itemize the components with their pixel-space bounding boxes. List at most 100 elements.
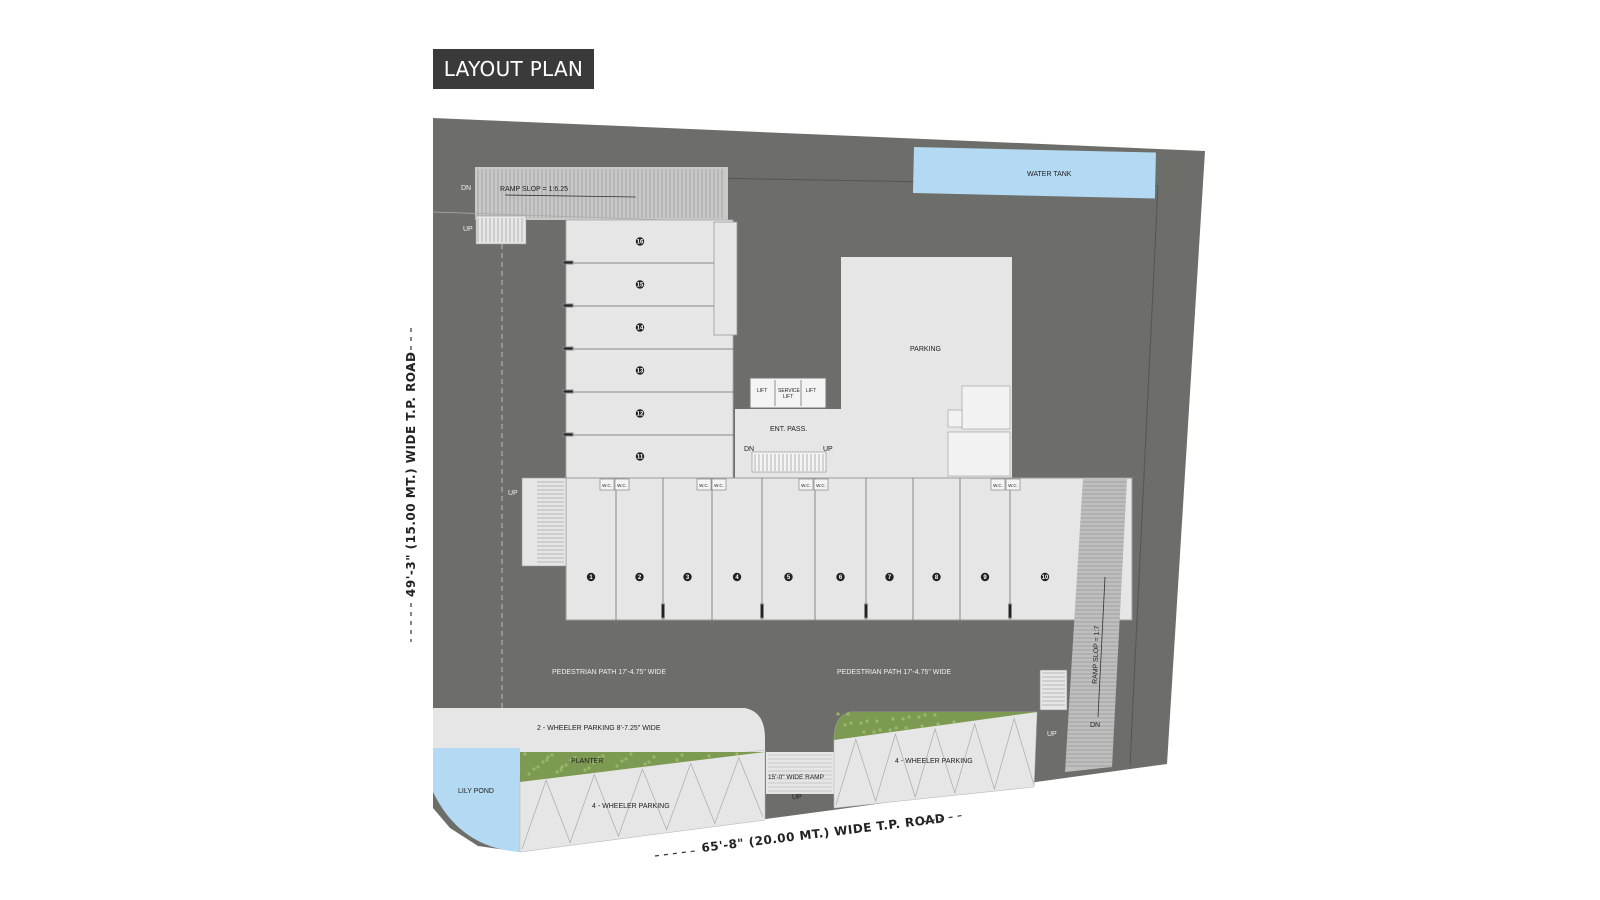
shop-number-label: 4	[735, 575, 739, 581]
ramp-15	[766, 752, 834, 794]
wc-label: W.C.	[801, 483, 811, 488]
shop-number-marker	[732, 572, 742, 582]
planter-shrub	[894, 726, 898, 730]
planter-shrub	[875, 719, 879, 723]
service-lift-label-1: SERVICE	[778, 388, 801, 394]
planter-shrub	[546, 755, 550, 759]
entrance-stair	[751, 451, 827, 473]
planter-shrub	[624, 757, 628, 761]
shop-number-marker	[885, 572, 894, 582]
planter-shrub	[569, 758, 573, 762]
parking-structure-2	[947, 409, 963, 428]
shop-number-label: 1	[589, 575, 593, 581]
planter-shrub	[652, 755, 656, 759]
ramp-slope-top-label: RAMP SLOP = 1:6.25	[500, 186, 568, 193]
wc-box	[1005, 478, 1021, 491]
planter-shrub	[735, 752, 739, 756]
planter-shrub	[917, 715, 921, 719]
planter-shrub	[675, 758, 679, 762]
shop-number-marker	[836, 572, 845, 582]
shop-number-marker	[586, 572, 596, 582]
planter-shrub	[907, 715, 911, 719]
shop-door	[562, 346, 574, 351]
up-stair-top	[475, 215, 527, 245]
left-stair	[521, 477, 567, 567]
planter-right	[834, 712, 1037, 740]
planter-shrub	[952, 720, 956, 724]
shop-number-marker	[932, 572, 941, 582]
planter-shrub	[643, 762, 647, 766]
shop-number-marker	[635, 409, 645, 418]
dn-stair-label: DN	[744, 446, 754, 453]
planter-shrub	[536, 765, 540, 769]
shop-door	[760, 603, 764, 619]
planter-shrub	[601, 754, 605, 758]
shop-number-label: 2	[638, 575, 642, 581]
shop-number-label: 5	[787, 575, 791, 581]
planter-shrub	[555, 770, 559, 774]
left-shop-dividers	[562, 260, 733, 437]
planter-shrub	[532, 767, 536, 771]
planter-shrub	[920, 724, 924, 728]
dn-right-label: DN	[1090, 722, 1100, 729]
wc-label: W.C.	[617, 483, 627, 488]
wc-box	[711, 478, 727, 491]
shop-number-label: 3	[686, 575, 690, 581]
shop-number-marker	[635, 280, 645, 289]
inner-boundary-right	[1129, 185, 1159, 766]
wc-box	[599, 478, 615, 491]
up-left-label: UP	[508, 490, 518, 497]
shop-number-marker	[635, 323, 645, 332]
shop-door	[864, 603, 868, 619]
wc-box	[813, 478, 829, 491]
planter-label: PLANTER	[571, 758, 603, 765]
ramp-15-label: 15'-0" WIDE RAMP	[768, 774, 824, 781]
road-bottom-dash-right	[921, 814, 966, 823]
shop-door	[1008, 603, 1012, 619]
planter-shrub	[560, 765, 564, 769]
parking-structure-3	[947, 431, 1011, 477]
shop-number-marker	[784, 572, 793, 582]
shop-door	[562, 432, 574, 437]
ramp-slope-right-label: RAMP SLOP = 1:7	[1092, 625, 1101, 684]
planter-shrub	[904, 726, 908, 730]
planter-shrub	[865, 719, 869, 723]
lift-block	[749, 377, 827, 409]
water-tank-label: WATER TANK	[1027, 171, 1072, 178]
planter-left	[520, 752, 765, 782]
two-wheeler-label: 2 - WHEELER PARKING 8'-7.25" WIDE	[537, 725, 661, 732]
four-wheeler-right-label: 4 - WHEELER PARKING	[895, 758, 973, 765]
page-title: LAYOUT PLAN	[433, 49, 594, 89]
planter-shrub	[901, 717, 905, 721]
top-ramp	[475, 167, 728, 220]
planter-shrub	[923, 713, 927, 717]
planter-shrub	[862, 730, 866, 734]
planter-shrub	[707, 754, 711, 758]
planter-shrub	[545, 758, 549, 762]
parking-label: PARKING	[910, 346, 941, 353]
wc-box	[990, 478, 1006, 491]
planter-shrub	[647, 760, 651, 764]
up-right-label: UP	[1047, 731, 1057, 738]
shop-number-marker	[635, 366, 645, 375]
pedestrian-path-right-label: PEDESTRIAN PATH 17'-4.75" WIDE	[837, 669, 951, 676]
parking-zigzag	[521, 756, 764, 850]
shop-number-label: 8	[935, 575, 939, 581]
planter-shrub	[878, 728, 882, 732]
wc-label: W.C.	[993, 483, 1003, 488]
up-stair-label: UP	[823, 446, 833, 453]
shop-door	[661, 603, 665, 619]
planter-shrub	[527, 772, 531, 776]
wc-box	[798, 478, 814, 491]
planter-shrub	[587, 766, 591, 770]
wc-box	[614, 478, 630, 491]
planter-shrub	[888, 728, 892, 732]
planter-shrub	[620, 759, 624, 763]
planter-shrub	[592, 761, 596, 765]
shop-number-marker	[1040, 572, 1050, 582]
road-left-label: 49'-3" (15.00 MT.) WIDE T.P. ROAD	[404, 352, 418, 597]
up-ramp-label: UP	[792, 794, 802, 801]
